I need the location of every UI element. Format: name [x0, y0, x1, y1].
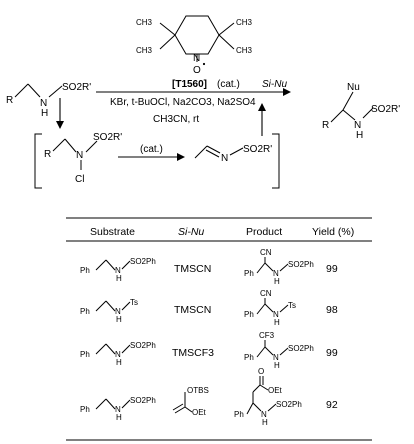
n-label: N — [115, 307, 121, 316]
n-label: N — [273, 310, 279, 319]
silyl-ketene-acetal-structure: OTBS OEt — [172, 386, 209, 417]
table-row: Ph N H SO2Ph OTBS OEt Ph O OEt N H SO2Ph… — [80, 367, 338, 427]
ph-label: Ph — [234, 410, 244, 419]
substrate-structure: R N H SO2R' — [6, 82, 91, 119]
h-label: H — [274, 277, 280, 286]
chloramine-n: N — [76, 150, 83, 161]
table-row: Ph N H Ts TMSCN Ph CN N H Ts 98 — [80, 289, 338, 327]
otbs-label: OTBS — [187, 386, 209, 395]
yield-cell: 99 — [326, 263, 338, 275]
ph-label: Ph — [80, 350, 90, 359]
n-label: N — [115, 405, 121, 414]
h-label: H — [274, 361, 280, 370]
ph-label: Ph — [244, 269, 254, 278]
n-label: N — [115, 266, 121, 275]
h-label: H — [116, 274, 122, 283]
header-yield: Yield (%) — [312, 226, 354, 238]
conditions-line1: KBr, t-BuOCl, Na2CO3, Na2SO4 — [110, 97, 256, 108]
methyl-label: CH3 — [136, 18, 153, 27]
ph-label: Ph — [80, 307, 90, 316]
sulfonyl-label: SO2Ph — [276, 400, 302, 409]
header-si-nu: Si-Nu — [178, 226, 204, 238]
left-bracket — [34, 133, 42, 189]
header-product: Product — [246, 226, 282, 238]
right-bracket — [272, 133, 280, 189]
substrate-n: N — [40, 98, 47, 109]
n-label: N — [273, 269, 279, 278]
product-group-label: CF3 — [259, 331, 275, 340]
carbonyl-o-label: O — [258, 367, 264, 376]
yield-cell: 92 — [326, 399, 338, 411]
catalyst-name: [T1560] — [172, 79, 207, 90]
product-sulfonyl: SO2R' — [371, 104, 400, 115]
tempo-n-label: N — [193, 53, 200, 64]
methyl-label: CH3 — [236, 46, 253, 55]
nucleophile-label: Si-Nu — [262, 79, 287, 90]
imine-n: N — [221, 153, 228, 164]
product-structure: R Nu N H SO2R' — [322, 82, 400, 141]
ph-label: Ph — [244, 310, 254, 319]
table-header: Substrate Si-Nu Product Yield (%) — [90, 226, 354, 238]
h-label: H — [116, 413, 122, 422]
methyl-label: CH3 — [236, 18, 253, 27]
imine-structure: N SO2R' — [194, 144, 272, 164]
h-label: H — [116, 358, 122, 367]
si-nu-cell: TMSCN — [174, 304, 211, 316]
product-nu: Nu — [347, 82, 360, 93]
intermediate-arrow-label: (cat.) — [140, 144, 163, 155]
oet-label: OEt — [192, 408, 207, 417]
yield-cell: 99 — [326, 347, 338, 359]
ph-label: Ph — [244, 353, 254, 362]
substrate-sulfonyl: SO2R' — [62, 82, 91, 93]
product-r: R — [322, 120, 329, 131]
chloramine-structure: R N SO2R' Cl — [44, 132, 122, 185]
sulfonyl-label: SO2Ph — [130, 396, 156, 405]
tempo-o-label: O — [193, 65, 201, 76]
sulfonyl-label: SO2Ph — [130, 257, 156, 266]
substrate-r: R — [6, 95, 13, 106]
product-n: N — [354, 120, 361, 131]
n-label: N — [261, 410, 267, 419]
substrate-h: H — [41, 108, 48, 119]
si-nu-cell: TMSCN — [174, 263, 211, 275]
conditions-line2: CH3CN, rt — [153, 114, 199, 125]
ph-label: Ph — [80, 405, 90, 414]
sulfonyl-label: SO2Ph — [130, 341, 156, 350]
chloramine-r: R — [44, 149, 51, 160]
sulfonyl-label: SO2Ph — [288, 344, 314, 353]
chloramine-sulfonyl: SO2R' — [93, 132, 122, 143]
methyl-label: CH3 — [136, 46, 153, 55]
h-label: H — [274, 318, 280, 327]
product-group-label: CN — [260, 289, 272, 298]
n-label: N — [115, 350, 121, 359]
si-nu-cell: TMSCF3 — [172, 347, 214, 359]
catalyst-suffix: (cat.) — [217, 79, 240, 90]
n-label: N — [273, 353, 279, 362]
radical-dot-icon — [202, 62, 206, 66]
sulfonyl-label: SO2Ph — [288, 260, 314, 269]
yield-cell: 98 — [326, 304, 338, 316]
imine-sulfonyl: SO2R' — [243, 144, 272, 155]
product-h: H — [356, 130, 363, 141]
h-label: H — [116, 315, 122, 324]
oet-label: OEt — [268, 386, 283, 395]
chloramine-cl: Cl — [75, 174, 84, 185]
ph-label: Ph — [80, 266, 90, 275]
product-group-label: CN — [260, 248, 272, 257]
h-label: H — [262, 418, 268, 427]
table-row: Ph N H SO2Ph TMSCN Ph CN N H SO2Ph 99 — [80, 248, 338, 286]
tempo-catalyst-structure: CH3 CH3 CH3 CH3 N O — [136, 15, 253, 76]
tosyl-label: Ts — [288, 301, 296, 310]
table-row: Ph N H SO2Ph TMSCF3 Ph CF3 N H SO2Ph 99 — [80, 331, 338, 370]
header-substrate: Substrate — [90, 226, 135, 238]
tosyl-label: Ts — [130, 298, 138, 307]
